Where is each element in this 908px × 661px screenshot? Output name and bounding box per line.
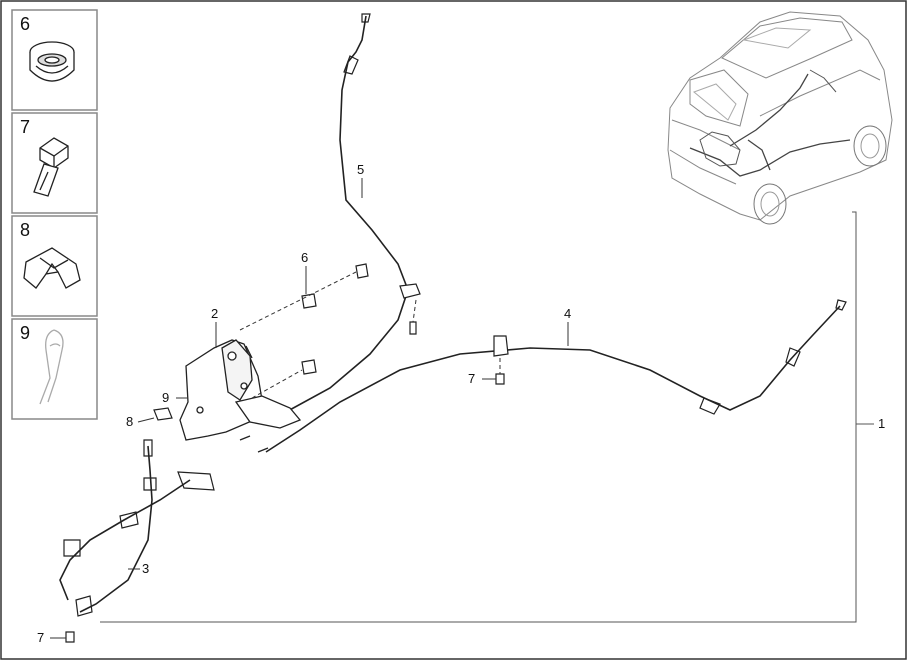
callout-leaders bbox=[50, 178, 569, 639]
callout-3: 3 bbox=[142, 561, 149, 576]
callout-9: 9 bbox=[162, 390, 169, 405]
legend-box-6: 6 bbox=[11, 9, 98, 111]
legend-box-8: 8 bbox=[11, 215, 98, 317]
left-rear-brake-cable bbox=[59, 439, 215, 617]
vehicle-overview-drawing bbox=[667, 11, 893, 225]
callout-7: 7 bbox=[468, 371, 475, 386]
callout-4: 4 bbox=[564, 306, 571, 321]
callout-1: 1 bbox=[878, 416, 885, 431]
legend-number: 6 bbox=[20, 14, 30, 34]
cable-clip bbox=[399, 283, 509, 357]
callout-8: 8 bbox=[126, 414, 133, 429]
legend-number: 8 bbox=[20, 220, 30, 240]
flange-nut-icon bbox=[29, 41, 75, 82]
legend-number: 7 bbox=[20, 117, 30, 137]
callout-6: 6 bbox=[301, 250, 308, 265]
bolt-icon bbox=[33, 137, 69, 197]
parking-brake-lever-assembly bbox=[179, 339, 302, 453]
nut-and-stud-parts bbox=[65, 263, 505, 643]
right-rear-brake-cable bbox=[265, 299, 847, 453]
front-brake-cable bbox=[285, 13, 409, 413]
legend-number: 9 bbox=[20, 323, 30, 343]
cotter-pin-icon bbox=[39, 329, 64, 405]
callout-5: 5 bbox=[357, 162, 364, 177]
mounting-guide-lines bbox=[239, 271, 501, 399]
callout-7: 7 bbox=[37, 630, 44, 645]
spring-clip-icon bbox=[23, 247, 81, 289]
legend-box-9: 9 bbox=[11, 318, 98, 420]
legend-box-7: 7 bbox=[11, 112, 98, 214]
callout-2: 2 bbox=[211, 306, 218, 321]
callout-1-bracket bbox=[100, 211, 857, 623]
